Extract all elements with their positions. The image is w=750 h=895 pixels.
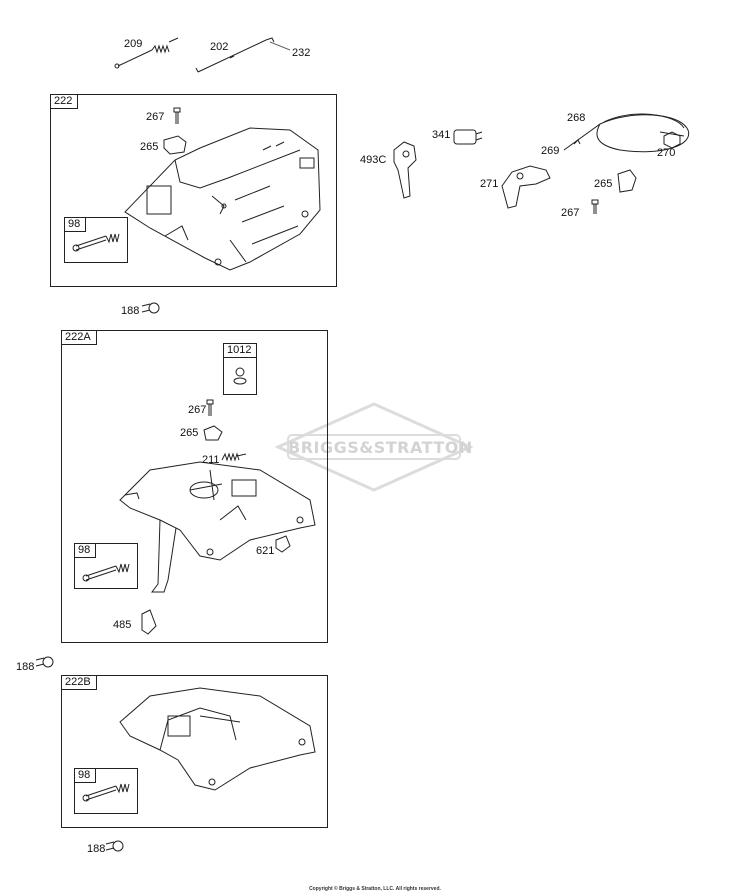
spring-211-drawing (221, 452, 247, 462)
watermark-text: BRIGGS&STRATTON (288, 438, 473, 457)
kit-98-b-drawing (82, 783, 130, 802)
bracket-271-drawing (501, 165, 551, 209)
label-232: 232 (292, 47, 311, 59)
assembly-box-222: 222 98 (50, 94, 337, 287)
label-621: 621 (256, 545, 275, 557)
label-202: 202 (210, 41, 229, 53)
coupler-341-drawing (453, 129, 483, 145)
bracket-493c-drawing (393, 141, 417, 199)
label-267: 267 (146, 111, 165, 123)
brand-watermark-logo (274, 402, 474, 492)
control-panel-222a-drawing (119, 461, 316, 593)
label-267-r: 267 (561, 207, 580, 219)
label-188-c: 188 (87, 843, 106, 855)
label-265: 265 (140, 141, 159, 153)
assembly-box-222a: 222A 1012 98 (61, 330, 328, 643)
cable-268-drawing (563, 113, 690, 153)
label-268: 268 (567, 112, 586, 124)
label-188-a: 188 (121, 305, 140, 317)
part-621-drawing (275, 535, 291, 553)
clip-265-a-drawing (203, 425, 223, 441)
screw-188-c-drawing (105, 840, 124, 852)
rod-202-drawing (195, 37, 291, 73)
label-267-a: 267 (188, 404, 207, 416)
sub-kit-tag-98: 98 (74, 543, 97, 558)
label-485: 485 (113, 619, 132, 631)
kit-98-a-drawing (82, 563, 130, 582)
knob-485-drawing (141, 609, 157, 635)
label-271: 271 (480, 178, 499, 190)
label-341: 341 (432, 129, 451, 141)
assembly-tag-222b: 222B (61, 675, 97, 690)
sub-kit-tag-1012: 1012 (223, 343, 258, 358)
label-269: 269 (541, 145, 560, 157)
label-188-b: 188 (16, 661, 35, 673)
label-270: 270 (657, 147, 676, 159)
assembly-tag-222: 222 (50, 94, 79, 109)
sub-kit-box-98 (74, 768, 138, 814)
label-265-a: 265 (180, 427, 199, 439)
sub-kit-box-98 (74, 543, 138, 589)
nut-270-drawing (663, 131, 681, 149)
screw-267-r-drawing (591, 199, 599, 214)
label-209: 209 (124, 38, 143, 50)
fastener-1012-drawing (233, 367, 247, 385)
kit-98-drawing (72, 233, 120, 252)
control-panel-222b-drawing (119, 687, 316, 791)
screw-267-a-drawing (206, 399, 214, 416)
control-panel-222-drawing (124, 127, 321, 271)
sub-kit-box-98 (64, 217, 128, 263)
screw-188-drawing (141, 302, 160, 314)
copyright-notice: Copyright © Briggs & Stratton, LLC. All … (309, 886, 441, 892)
label-211: 211 (202, 454, 220, 466)
clip-265-r-drawing (617, 169, 637, 193)
label-493c: 493C (360, 154, 387, 166)
label-265-r: 265 (594, 178, 613, 190)
assembly-box-222b: 222B 98 (61, 675, 328, 828)
clip-265-drawing (163, 135, 187, 155)
assembly-tag-222a: 222A (61, 330, 97, 345)
sub-kit-tag-98: 98 (74, 768, 97, 783)
spring-209-drawing (114, 37, 179, 69)
screw-267-drawing (173, 107, 181, 124)
screw-188-b-drawing (35, 656, 54, 668)
